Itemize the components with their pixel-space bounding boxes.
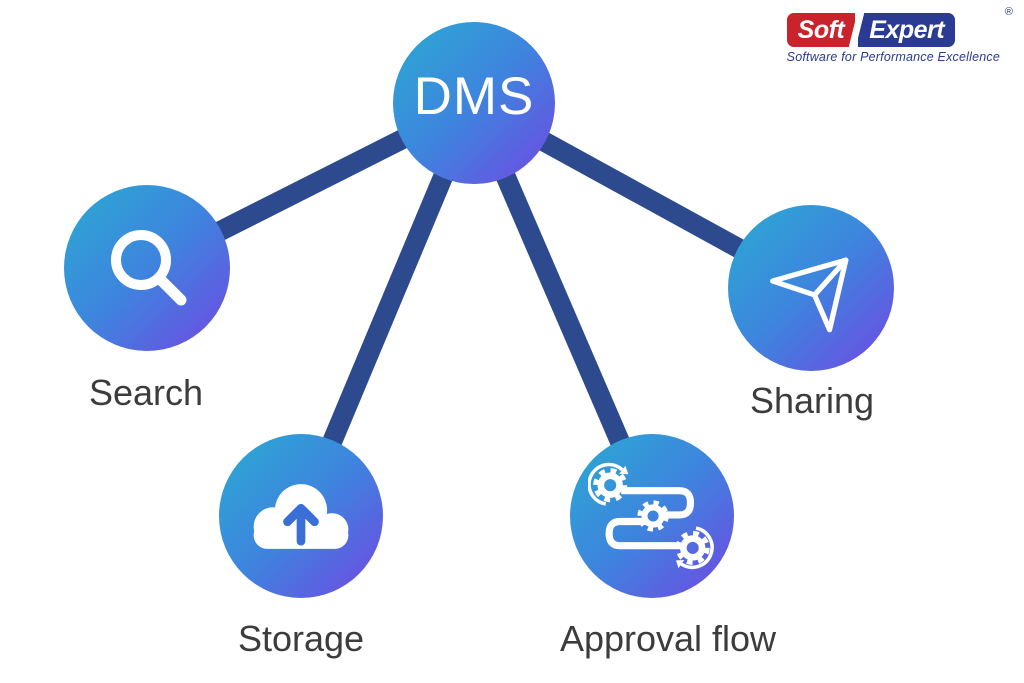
storage-label: Storage (237, 618, 365, 659)
approval-flow-label: Approval flow (559, 618, 777, 659)
workflow-gears-icon (588, 462, 714, 570)
sharing-label: Sharing (749, 380, 875, 421)
magnifier-icon (111, 230, 187, 306)
storage-node (219, 434, 383, 598)
registered-trademark-symbol: ® (1004, 6, 1013, 18)
paper-plane-icon (770, 257, 849, 333)
cloud-upload-icon (253, 484, 349, 549)
search-node (64, 185, 230, 351)
search-label: Search (88, 372, 204, 413)
dms-node-label: DMS (413, 66, 535, 126)
softexpert-logo-badge: Soft Expert ® (786, 6, 1013, 47)
logo-expert-box: Expert (858, 13, 956, 47)
softexpert-logo: Soft Expert ® Software for Performance E… (786, 6, 1013, 64)
dms-center-node: DMS (393, 22, 555, 184)
sharing-node (728, 205, 894, 371)
logo-tagline: Software for Performance Excellence (786, 50, 1000, 64)
logo-soft-box: Soft (786, 13, 856, 47)
approval-flow-node (570, 434, 734, 598)
